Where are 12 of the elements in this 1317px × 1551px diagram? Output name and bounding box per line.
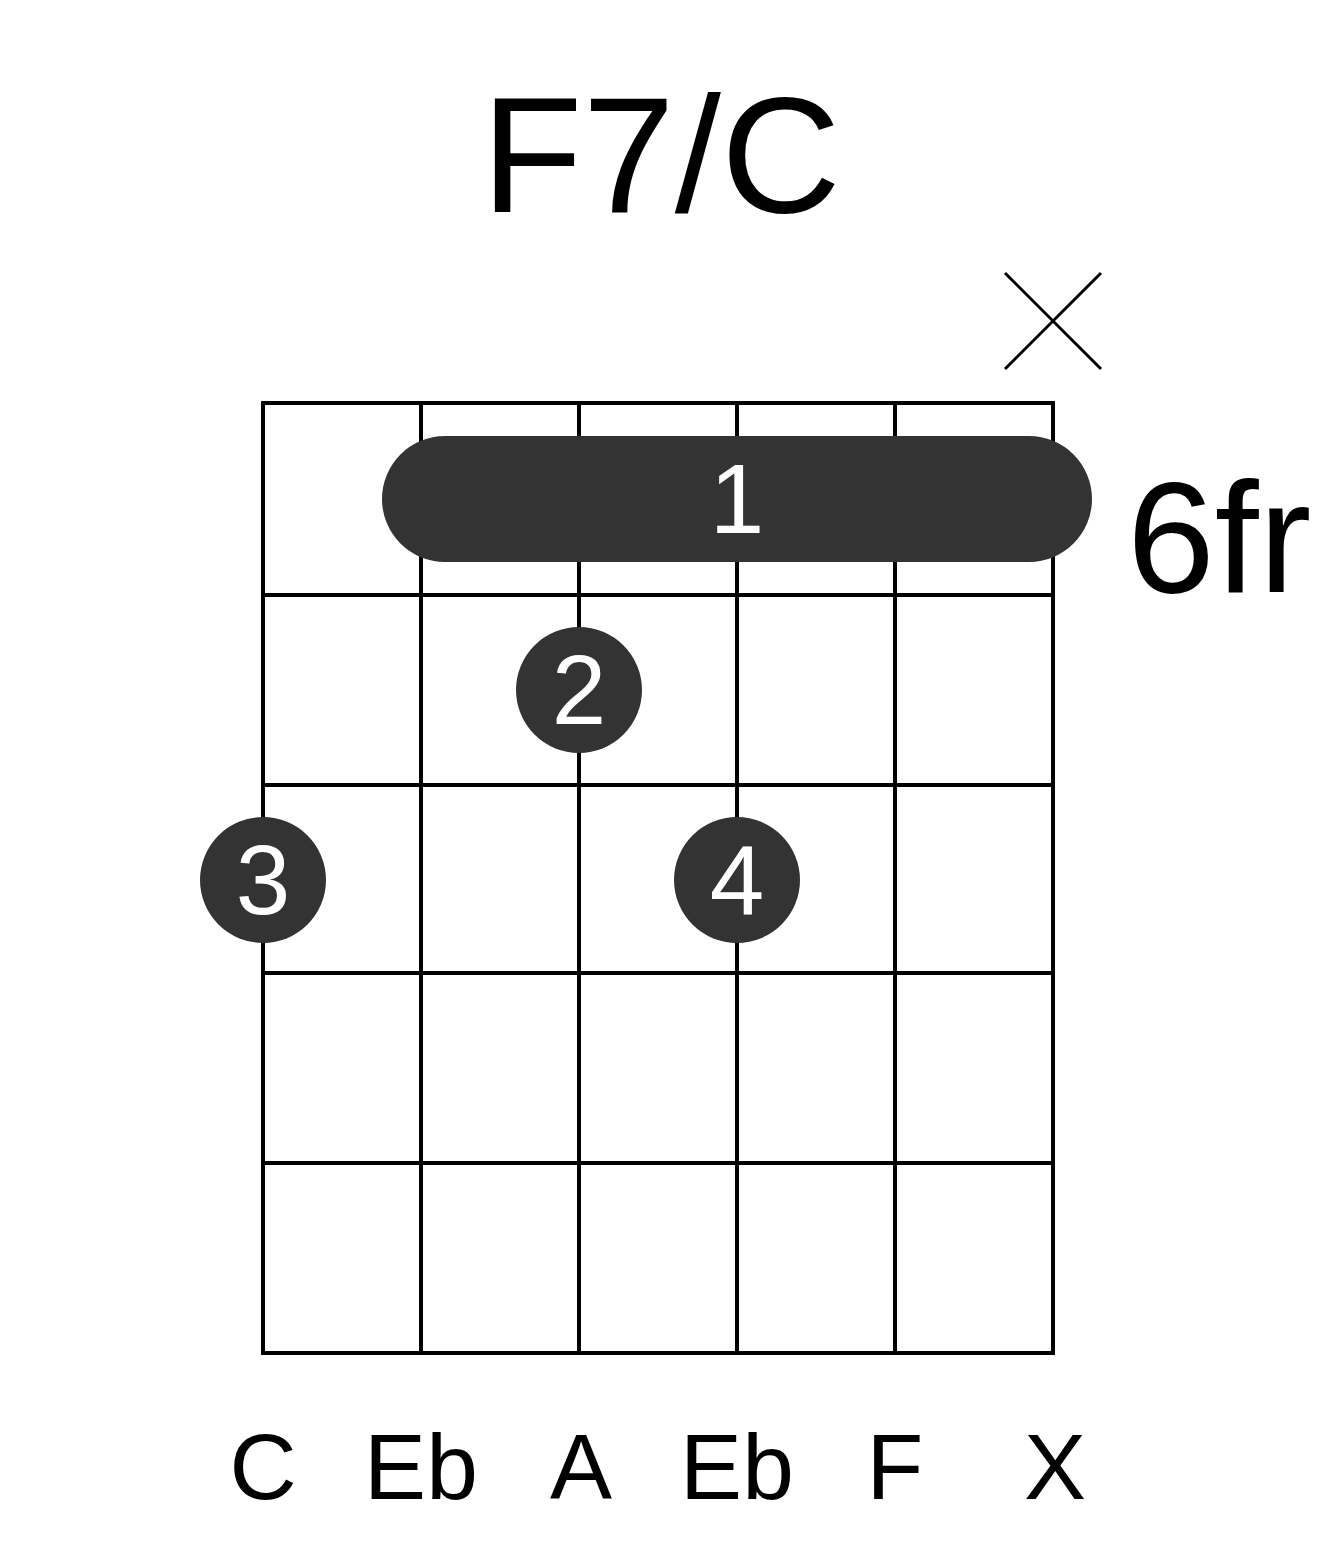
string-note-label: X <box>1024 1421 1086 1514</box>
string-note-label: C <box>229 1421 297 1514</box>
fret-position-label: 6fr <box>1127 458 1312 616</box>
finger-number: 2 <box>551 641 607 739</box>
string-note-label: Eb <box>680 1421 794 1514</box>
finger-number: 1 <box>709 450 765 548</box>
string-note-label: F <box>866 1421 924 1514</box>
finger-number: 3 <box>235 831 291 929</box>
finger-number: 4 <box>709 831 765 929</box>
string-note-label: Eb <box>364 1421 478 1514</box>
string-note-label: A <box>550 1421 612 1514</box>
chord-title: F7/C <box>481 72 841 238</box>
